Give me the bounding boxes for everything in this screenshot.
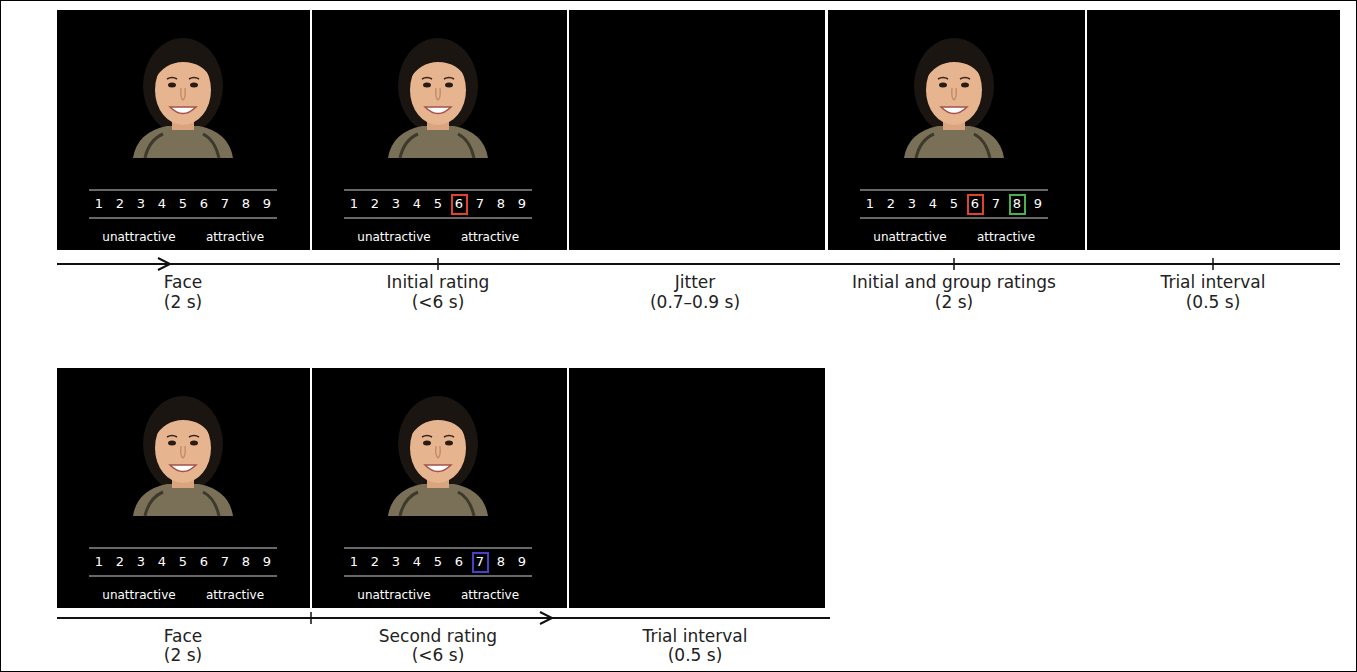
phase-name: Initial rating — [387, 273, 490, 293]
scale-digit: 5 — [434, 555, 442, 570]
phase-name: Trial interval — [643, 627, 748, 647]
scale-digit: 9 — [1034, 197, 1042, 212]
scale-digit: 2 — [116, 197, 124, 212]
scale-digit: 6 — [455, 555, 463, 570]
phase-name: Second rating — [379, 627, 497, 647]
scale-digit: 5 — [950, 197, 958, 212]
scale-anchor: unattractive — [357, 589, 430, 603]
phase-name: Face — [164, 273, 202, 293]
scale-digit: 3 — [908, 197, 916, 212]
phase-duration: (<6 s) — [412, 293, 465, 313]
scale-digit: 2 — [371, 197, 379, 212]
scale-rule — [344, 548, 532, 549]
scale-anchor: attractive — [206, 589, 264, 603]
phase-duration: (0.5 s) — [668, 646, 723, 666]
scale-digit: 3 — [137, 197, 145, 212]
phase-duration: (0.7–0.9 s) — [650, 293, 740, 313]
scale-rule — [89, 190, 277, 191]
scale-digit: 5 — [179, 555, 187, 570]
scale-digit: 2 — [371, 555, 379, 570]
scale-rule — [89, 576, 277, 577]
scale-digit: 9 — [518, 555, 526, 570]
scale-digit: 2 — [887, 197, 895, 212]
scale-digit: 1 — [95, 197, 103, 212]
scale-rule — [344, 218, 532, 219]
scale-digit: 4 — [158, 197, 166, 212]
scale-rule — [860, 218, 1048, 219]
scale-digit: 7 — [221, 197, 229, 212]
scale-digit: 4 — [158, 555, 166, 570]
phase-duration: (2 s) — [164, 646, 202, 666]
scale-digit: 8 — [497, 555, 505, 570]
scale-digit: 4 — [413, 197, 421, 212]
scale-digit: 6 — [200, 555, 208, 570]
scale-digit: 8 — [497, 197, 505, 212]
scale-digit: 2 — [116, 555, 124, 570]
rating-digit: 7 — [476, 555, 484, 570]
scale-digit: 3 — [392, 197, 400, 212]
rating-digit: 6 — [455, 197, 463, 212]
phase-duration: (<6 s) — [412, 646, 465, 666]
selected-rating-box: 8 — [1009, 194, 1026, 215]
scale-digit: 6 — [200, 197, 208, 212]
scale-digit: 9 — [263, 197, 271, 212]
selected-rating-box: 6 — [967, 194, 984, 215]
scale-digit: 7 — [992, 197, 1000, 212]
selected-rating-box: 7 — [472, 552, 489, 573]
scale-digit: 1 — [350, 555, 358, 570]
phase-duration: (2 s) — [935, 293, 973, 313]
scale-rule — [89, 548, 277, 549]
scale-anchor: unattractive — [102, 589, 175, 603]
phase-name: Face — [164, 627, 202, 647]
phase-name: Initial and group ratings — [852, 273, 1056, 293]
scale-digit: 8 — [242, 197, 250, 212]
scale-digit: 4 — [929, 197, 937, 212]
phase-name: Jitter — [675, 273, 716, 293]
scale-rule — [89, 218, 277, 219]
scale-anchor: attractive — [461, 589, 519, 603]
scale-digit: 5 — [179, 197, 187, 212]
selected-rating-box: 6 — [451, 194, 468, 215]
rating-digit: 6 — [971, 197, 979, 212]
scale-digit: 7 — [221, 555, 229, 570]
scale-rule — [860, 190, 1048, 191]
scale-digit: 3 — [392, 555, 400, 570]
scale-digit: 9 — [263, 555, 271, 570]
scale-anchor: attractive — [461, 231, 519, 245]
scale-digit: 1 — [95, 555, 103, 570]
scale-anchor: unattractive — [873, 231, 946, 245]
phase-name: Trial interval — [1161, 273, 1266, 293]
scale-digit: 3 — [137, 555, 145, 570]
rating-digit: 8 — [1013, 197, 1021, 212]
scale-digit: 5 — [434, 197, 442, 212]
scale-rule — [344, 576, 532, 577]
scale-digit: 8 — [242, 555, 250, 570]
scale-anchor: unattractive — [102, 231, 175, 245]
scale-digit: 7 — [476, 197, 484, 212]
scale-digit: 9 — [518, 197, 526, 212]
scale-digit: 4 — [413, 555, 421, 570]
phase-duration: (2 s) — [164, 293, 202, 313]
phase-duration: (0.5 s) — [1186, 293, 1241, 313]
scale-rule — [344, 190, 532, 191]
scale-anchor: attractive — [206, 231, 264, 245]
scale-anchor: unattractive — [357, 231, 430, 245]
scale-anchor: attractive — [977, 231, 1035, 245]
scale-digit: 1 — [350, 197, 358, 212]
scale-digit: 1 — [866, 197, 874, 212]
